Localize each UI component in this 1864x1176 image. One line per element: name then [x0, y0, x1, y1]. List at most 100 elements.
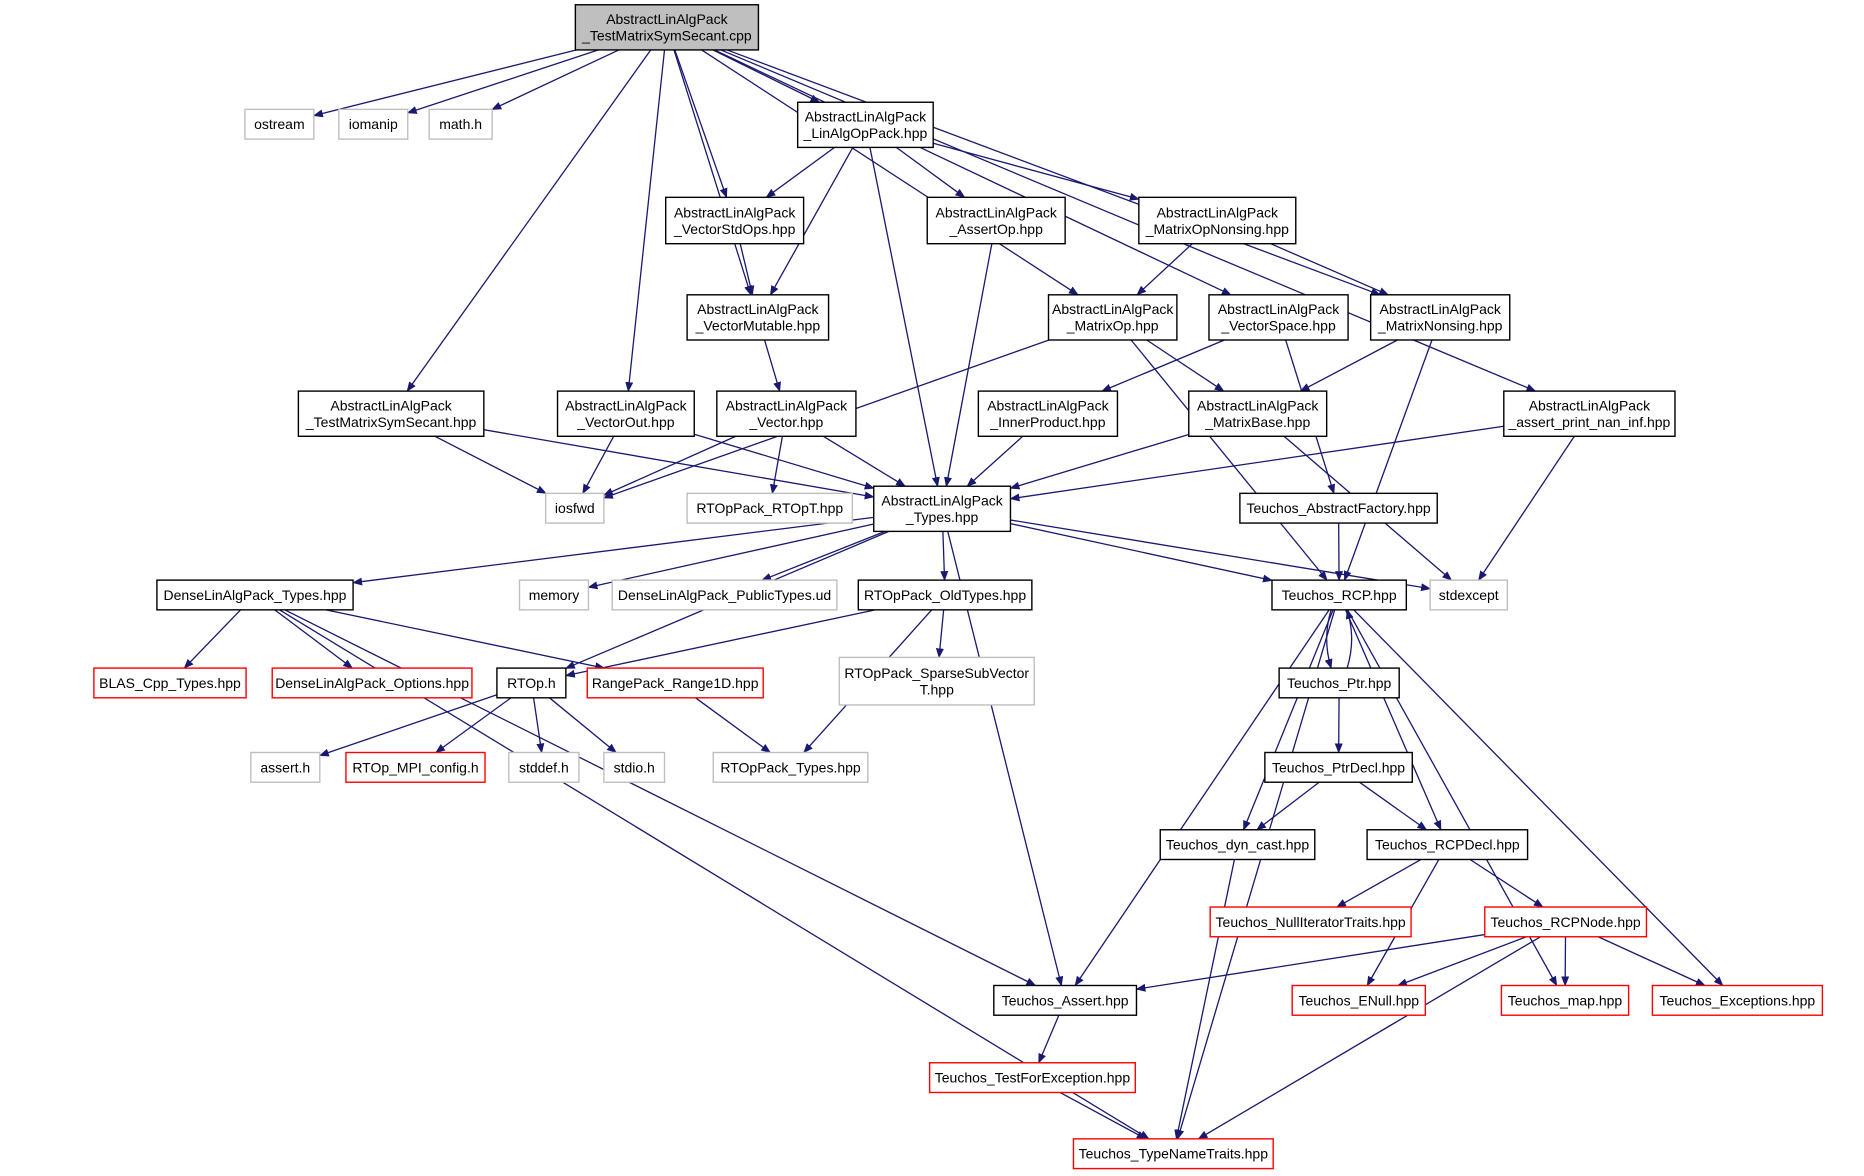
node-typename[interactable]: Teuchos_TypeNameTraits.hpp — [1072, 1138, 1274, 1170]
edge-innerprod-to-types — [966, 435, 1024, 487]
node-assertop[interactable]: AbstractLinAlgPack_AssertOp.hpp — [926, 196, 1066, 245]
node-linalgop[interactable]: AbstractLinAlgPack_LinAlgOpPack.hpp — [796, 101, 934, 149]
node-box — [544, 492, 605, 524]
node-label: _VectorOut.hpp — [576, 414, 675, 430]
node-box — [1208, 294, 1349, 341]
edge-linalgop-to-assertop — [895, 146, 966, 198]
node-label: DenseLinAlgPack_Options.hpp — [275, 675, 469, 691]
edge-densetypes-to-denseopts — [274, 609, 354, 669]
node-layer: AbstractLinAlgPack_TestMatrixSymSecant.c… — [93, 4, 1824, 1170]
node-box — [1209, 906, 1412, 938]
node-label: BLAS_Cpp_Types.hpp — [99, 675, 241, 691]
node-box — [1369, 294, 1511, 341]
node-label: _VectorMutable.hpp — [695, 318, 821, 334]
node-vector[interactable]: AbstractLinAlgPack_Vector.hpp — [716, 390, 857, 437]
node-label: RTOp_MPI_config.h — [352, 759, 478, 775]
node-matbase[interactable]: AbstractLinAlgPack_MatrixBase.hpp — [1188, 390, 1328, 437]
node-mathh[interactable]: math.h — [428, 108, 493, 140]
node-vecspace[interactable]: AbstractLinAlgPack_VectorSpace.hpp — [1208, 294, 1349, 341]
node-denseopts[interactable]: DenseLinAlgPack_Options.hpp — [271, 667, 473, 699]
node-types[interactable]: AbstractLinAlgPack_Types.hpp — [873, 485, 1012, 533]
edge-matopnons-to-matop — [1136, 243, 1193, 296]
node-rcpdecl[interactable]: Teuchos_RCPDecl.hpp — [1366, 829, 1529, 861]
node-box — [297, 390, 485, 437]
node-box — [838, 656, 1035, 706]
node-matnons[interactable]: AbstractLinAlgPack_MatrixNonsing.hpp — [1369, 294, 1511, 341]
node-enull[interactable]: Teuchos_ENull.hpp — [1291, 984, 1427, 1016]
node-label: stdio.h — [614, 759, 655, 775]
node-label: RTOp.h — [507, 675, 556, 691]
edge-testmat-to-types — [483, 429, 875, 500]
node-box — [244, 108, 315, 140]
node-vecstdops[interactable]: AbstractLinAlgPack_VectorStdOps.hpp — [665, 196, 805, 245]
node-vecout[interactable]: AbstractLinAlgPack_VectorOut.hpp — [556, 390, 695, 437]
node-assertnan[interactable]: AbstractLinAlgPack_assert_print_nan_inf.… — [1503, 390, 1676, 437]
node-range1d[interactable]: RangePack_Range1D.hpp — [586, 667, 764, 699]
edge-matnons-to-rcp — [1343, 339, 1433, 582]
node-stdexcept[interactable]: stdexcept — [1429, 579, 1509, 611]
node-testmat[interactable]: AbstractLinAlgPack_TestMatrixSymSecant.h… — [297, 390, 485, 437]
node-label: AbstractLinAlgPack — [1218, 301, 1340, 317]
node-densepub[interactable]: DenseLinAlgPack_PublicTypes.ud — [611, 579, 838, 611]
node-label: _MatrixOpNonsing.hpp — [1145, 221, 1289, 237]
node-label: _MatrixBase.hpp — [1204, 414, 1310, 430]
node-label: stddef.h — [519, 759, 569, 775]
node-root[interactable]: AbstractLinAlgPack_TestMatrixSymSecant.c… — [574, 4, 760, 51]
node-label: RangePack_Range1D.hpp — [592, 675, 759, 691]
node-oldtypes[interactable]: RTOpPack_OldTypes.hpp — [857, 579, 1033, 611]
node-label: _LinAlgOpPack.hpp — [803, 125, 928, 141]
node-iosfwd[interactable]: iosfwd — [544, 492, 605, 524]
node-stddef[interactable]: stddef.h — [508, 751, 580, 783]
node-label: Teuchos_RCP.hpp — [1282, 587, 1397, 603]
node-absfact[interactable]: Teuchos_AbstractFactory.hpp — [1239, 492, 1438, 524]
edge-root-to-mathh — [491, 49, 620, 111]
node-matop[interactable]: AbstractLinAlgPack_MatrixOp.hpp — [1047, 294, 1178, 341]
node-box — [345, 751, 486, 783]
node-box — [508, 751, 580, 783]
node-memory[interactable]: memory — [518, 579, 590, 611]
node-tmap[interactable]: Teuchos_map.hpp — [1500, 984, 1630, 1016]
node-ostream[interactable]: ostream — [244, 108, 315, 140]
node-rcpnode[interactable]: Teuchos_RCPNode.hpp — [1484, 906, 1648, 938]
edge-rcpdecl-to-nulliter — [1336, 858, 1422, 908]
node-label: RTOpPack_Types.hpp — [720, 759, 861, 775]
node-nulliter[interactable]: Teuchos_NullIteratorTraits.hpp — [1209, 906, 1412, 938]
node-rtoptypes[interactable]: RTOpPack_Types.hpp — [712, 751, 869, 783]
edge-ptr-to-rcp — [1345, 608, 1354, 669]
node-mpiconfig[interactable]: RTOp_MPI_config.h — [345, 751, 486, 783]
node-label: _VectorStdOps.hpp — [673, 221, 796, 237]
node-vecmut[interactable]: AbstractLinAlgPack_VectorMutable.hpp — [686, 294, 830, 341]
node-rtoph[interactable]: RTOp.h — [496, 667, 567, 699]
node-stdio[interactable]: stdio.h — [603, 751, 666, 783]
node-ptrdecl[interactable]: Teuchos_PtrDecl.hpp — [1264, 751, 1413, 783]
node-matopnons[interactable]: AbstractLinAlgPack_MatrixOpNonsing.hpp — [1138, 196, 1297, 245]
node-testforexc[interactable]: Teuchos_TestForException.hpp — [928, 1062, 1136, 1094]
node-label: Teuchos_map.hpp — [1508, 992, 1623, 1008]
node-box — [1484, 906, 1648, 938]
node-texcept[interactable]: Teuchos_Exceptions.hpp — [1651, 984, 1824, 1016]
edge-densetypes-to-blas — [183, 609, 242, 669]
node-tassert[interactable]: Teuchos_Assert.hpp — [993, 984, 1138, 1016]
node-ptr[interactable]: Teuchos_Ptr.hpp — [1278, 667, 1400, 699]
node-label: DenseLinAlgPack_PublicTypes.ud — [618, 587, 831, 603]
edge-rcp-to-texcept — [1353, 609, 1724, 987]
node-rtopt[interactable]: RTOpPack_RTOpT.hpp — [686, 492, 854, 524]
node-rcp[interactable]: Teuchos_RCP.hpp — [1271, 579, 1408, 611]
node-asserth[interactable]: assert.h — [250, 751, 321, 783]
edge-matnons-to-matbase — [1299, 339, 1398, 392]
node-label: AbstractLinAlgPack — [674, 204, 796, 220]
node-box — [1159, 829, 1316, 861]
node-innerprod[interactable]: AbstractLinAlgPack_InnerProduct.hpp — [977, 390, 1119, 437]
edge-vecspace-to-innerprod — [1101, 339, 1225, 392]
node-box — [977, 390, 1119, 437]
node-label: Teuchos_Assert.hpp — [1002, 992, 1129, 1008]
edge-rcpnode-to-tassert — [1135, 933, 1485, 992]
node-dyncast[interactable]: Teuchos_dyn_cast.hpp — [1159, 829, 1316, 861]
edge-matop-to-rcp — [1130, 339, 1328, 581]
node-box — [1503, 390, 1676, 437]
node-label: _InnerProduct.hpp — [989, 414, 1105, 430]
node-blas[interactable]: BLAS_Cpp_Types.hpp — [93, 667, 247, 699]
node-densetypes[interactable]: DenseLinAlgPack_Types.hpp — [156, 579, 354, 611]
node-iomanip[interactable]: iomanip — [338, 108, 409, 140]
